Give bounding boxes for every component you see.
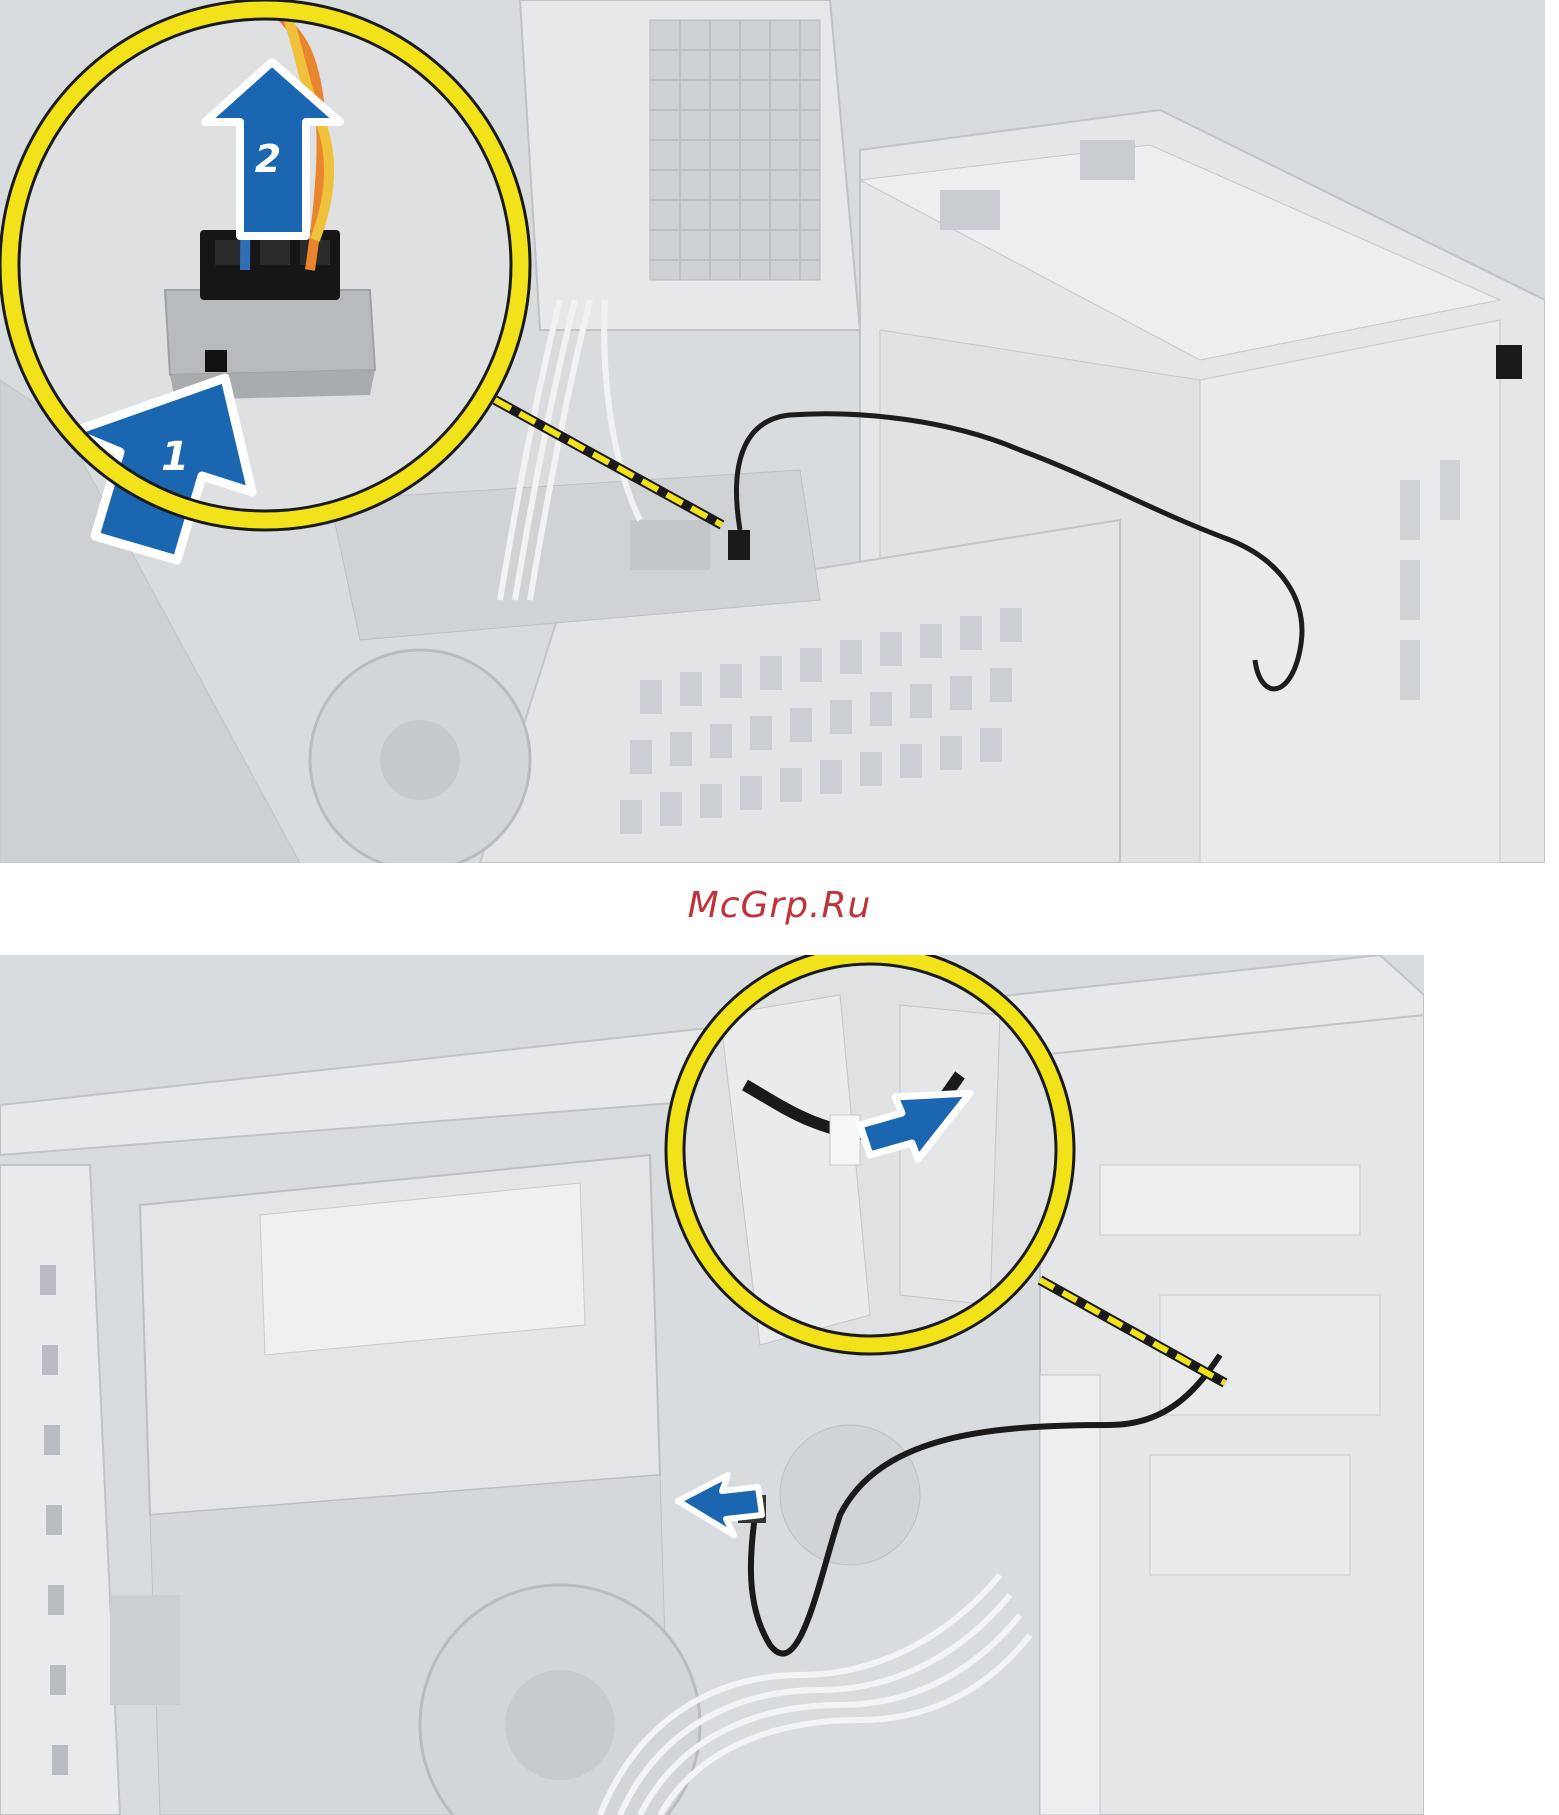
chassis-bracket: [1040, 1375, 1100, 1815]
power-supply: [520, 0, 860, 330]
watermark-text: McGrp.Ru: [0, 885, 1559, 926]
bottom-illustration: [0, 955, 1424, 1815]
top-illustration: 2 1: [0, 0, 1545, 863]
callout-magnifier: [666, 955, 1074, 1354]
step-2-label: 2: [255, 137, 281, 181]
cable-connector: [728, 530, 750, 560]
power-switch: [1496, 345, 1522, 379]
cable-clip-closeup: [830, 1115, 860, 1165]
step-1-label: 1: [161, 434, 189, 480]
top-illustration-drawing: 2 1: [0, 0, 1545, 863]
bottom-illustration-drawing: [0, 955, 1424, 1815]
